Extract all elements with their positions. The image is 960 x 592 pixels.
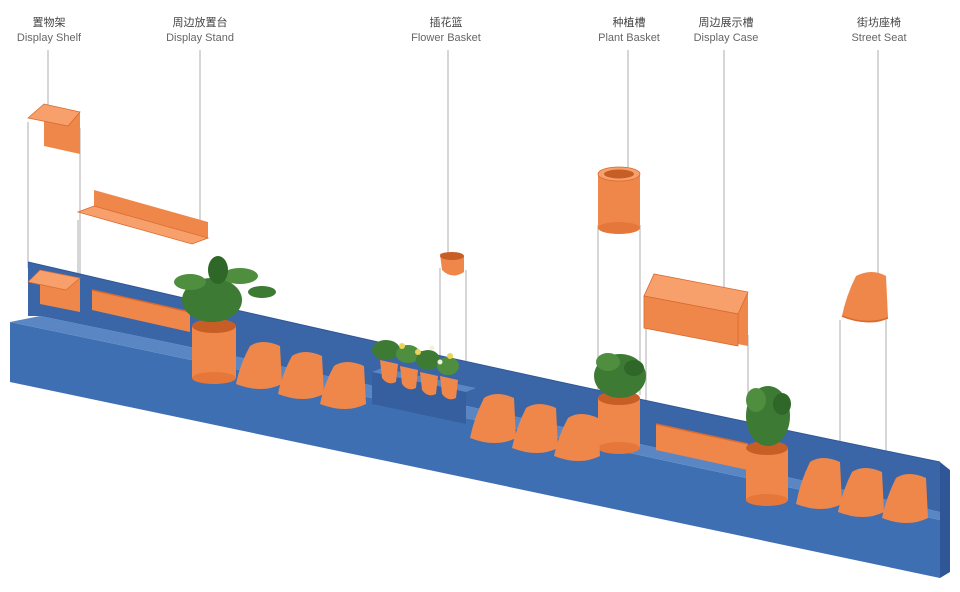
label-display-stand-en: Display Stand (166, 32, 234, 44)
label-display-case: 周边展示槽 Display Case (688, 16, 764, 46)
label-street-seat-zh: 街坊座椅 (857, 17, 901, 29)
seats-group-1 (236, 342, 366, 409)
inset-shelf-left (92, 290, 190, 332)
floating-display-shelf (27, 103, 81, 154)
floating-display-case (643, 273, 749, 347)
label-display-case-zh: 周边展示槽 (698, 17, 754, 29)
label-display-shelf: 置物架 Display Shelf (10, 16, 88, 46)
label-plant-basket: 种植槽 Plant Basket (592, 16, 666, 46)
label-display-stand: 周边放置台 Display Stand (160, 16, 240, 46)
label-flower-basket-zh: 插花篮 (429, 17, 463, 29)
label-display-stand-zh: 周边放置台 (172, 17, 228, 29)
label-street-seat: 街坊座椅 Street Seat (843, 16, 915, 46)
label-flower-basket: 插花篮 Flower Basket (406, 16, 486, 46)
label-plant-basket-en: Plant Basket (598, 32, 660, 44)
seats-group-3 (796, 458, 928, 523)
label-street-seat-en: Street Seat (851, 32, 907, 44)
planter-middle (598, 391, 640, 454)
label-display-shelf-zh: 置物架 (32, 17, 66, 29)
plant-right (746, 386, 791, 446)
floating-street-seat (841, 272, 889, 323)
label-display-shelf-en: Display Shelf (16, 32, 82, 44)
planter-left (192, 319, 236, 384)
seats-group-2 (470, 394, 600, 461)
wall-display-shelf (27, 269, 81, 312)
plant-middle (594, 353, 646, 398)
planter-right (746, 441, 788, 506)
step-block (372, 372, 466, 424)
label-display-case-en: Display Case (693, 32, 759, 44)
label-flower-basket-en: Flower Basket (411, 32, 481, 44)
inset-shelf-right (656, 424, 748, 470)
label-plant-basket-zh: 种植槽 (612, 17, 646, 29)
floating-plant-basket (597, 166, 641, 234)
flower-baskets-row (372, 340, 459, 400)
floating-flower-basket (440, 252, 464, 276)
floating-display-stand (76, 190, 210, 245)
plant-left (174, 256, 276, 322)
wall-end (940, 462, 950, 578)
